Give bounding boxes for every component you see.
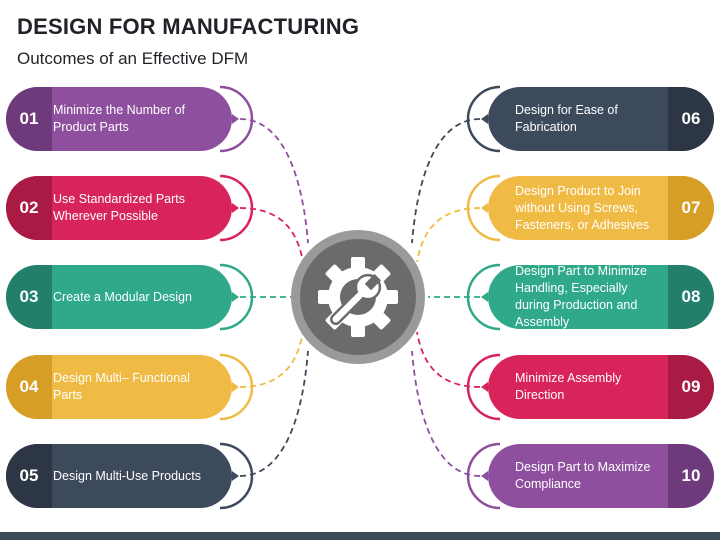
item-number: 03 [6, 265, 52, 329]
item-label: Minimize the Number of Product Parts [53, 103, 185, 134]
item-pointer [481, 292, 488, 302]
item-bracket-arc [466, 442, 501, 510]
item-09: Minimize Assembly Direction 09 [488, 355, 714, 419]
item-connector-line [411, 350, 481, 477]
item-bracket-arc [219, 442, 254, 510]
item-label: Minimize Assembly Direction [515, 371, 622, 402]
item-number: 02 [6, 176, 52, 240]
item-label: Design Part to Minimize Handling, Especi… [515, 264, 647, 329]
center-hub [291, 230, 425, 364]
item-label: Design Multi-Use Products [53, 468, 201, 483]
item-pointer [232, 471, 239, 481]
item-label: Design for Ease of Fabrication [515, 103, 618, 134]
item-08: Design Part to Minimize Handling, Especi… [488, 264, 714, 329]
item-label: Design Product to Join without Using Scr… [515, 183, 650, 232]
item-label: Design Part to Maximize Compliance [515, 460, 651, 491]
item-number: 05 [6, 444, 52, 508]
item-connector-line [239, 207, 304, 263]
item-number: 10 [668, 444, 714, 508]
item-03: 03 Create a Modular Design [6, 265, 232, 329]
item-number: 04 [6, 355, 52, 419]
item-connector-line [411, 118, 481, 244]
item-connector-line [239, 350, 309, 477]
item-number: 01 [6, 87, 52, 151]
gear-wrench-icon [318, 257, 398, 337]
page-title: DESIGN FOR MANUFACTURING [17, 14, 360, 39]
item-pointer [481, 471, 488, 481]
item-label: Create a Modular Design [53, 289, 192, 304]
item-01: 01 Minimize the Number of Product Parts [6, 87, 232, 151]
item-07: Design Product to Join without Using Scr… [488, 176, 714, 240]
item-bracket-arc [219, 85, 254, 153]
center-hub-inner [300, 239, 416, 355]
item-label: Design Multi– Functional Parts [53, 371, 190, 402]
item-10: Design Part to Maximize Compliance 10 [488, 444, 714, 508]
item-02: 02 Use Standardized Parts Wherever Possi… [6, 176, 232, 240]
item-connector-line [239, 118, 309, 244]
item-04: 04 Design Multi– Functional Parts [6, 355, 232, 419]
item-pointer [481, 114, 488, 124]
item-pointer [481, 382, 488, 392]
page-subtitle: Outcomes of an Effective DFM [17, 49, 249, 68]
item-connector-line [239, 331, 304, 388]
item-pointer [232, 203, 239, 213]
item-bracket-arc [466, 85, 501, 153]
item-connector-line [416, 207, 481, 263]
item-06: Design for Ease of Fabrication 06 [488, 87, 714, 151]
item-label: Use Standardized Parts Wherever Possible [53, 192, 186, 223]
item-pointer [232, 292, 239, 302]
item-pointer [481, 203, 488, 213]
item-pointer [232, 382, 239, 392]
footer-bar [0, 532, 720, 540]
item-connector-line [416, 331, 481, 388]
item-pointer [232, 114, 239, 124]
item-05: 05 Design Multi-Use Products [6, 444, 232, 508]
